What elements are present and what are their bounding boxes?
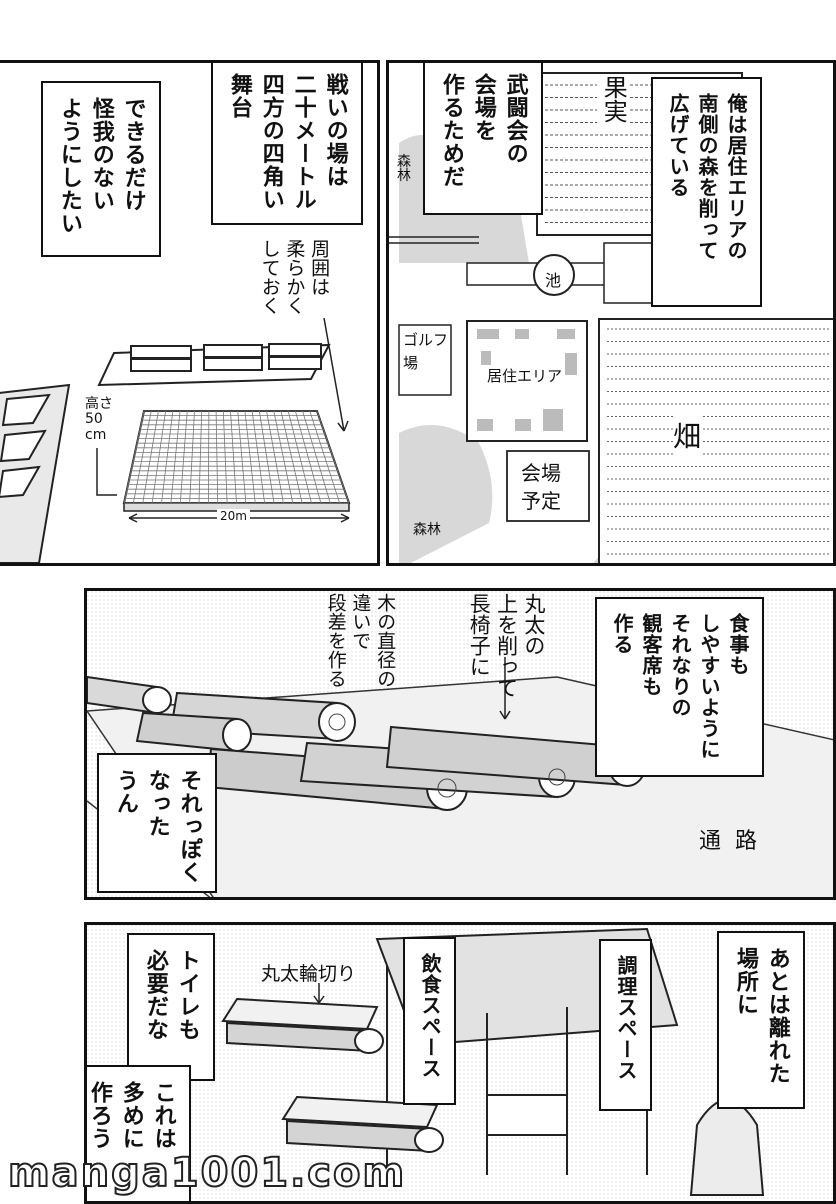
caption-expand-forest: 俺は居住エリアの 南側の森を削って 広げている <box>651 77 762 307</box>
map-label-forest-bottom: 森林 <box>413 522 441 538</box>
caption-arena-size: 戦いの場は 二十メートル 四方の四角い 舞台 <box>211 63 363 225</box>
raised-boards <box>97 343 331 387</box>
label-passage: 通路 <box>699 829 772 854</box>
arena-illustration <box>0 317 351 563</box>
panel-bench-seating: 食事も しやすいように それなりの 観客席も 作る それっぽく なった うん 丸… <box>84 588 836 900</box>
note-soft-surroundings: 周囲は 柔らかく しておく <box>258 239 331 315</box>
watermark: manga1001.com <box>7 1149 407 1197</box>
label-height: 高さ 50 cm <box>85 396 113 443</box>
map-label-fruit: 果実 <box>597 75 629 123</box>
note-step-by-diameter: 木の直径の 違いで 段差を作る <box>324 593 397 688</box>
map-label-pond: 池 <box>545 271 562 290</box>
caption-looks-right: それっぽく なった うん <box>97 753 217 893</box>
stacked-boards <box>0 383 71 563</box>
caption-audience-seats: 食事も しやすいように それなりの 観客席も 作る <box>595 597 764 777</box>
caption-dining-space: 飲食スペース <box>403 937 456 1105</box>
map-label-residential: 居住エリア <box>487 367 563 385</box>
label-width: 20m <box>217 509 250 523</box>
note-log-benches: 丸太の 上を削って 長椅子に <box>467 593 546 698</box>
panel-site-map: 武闘会の 会場を 作るためだ 俺は居住エリアの 南側の森を削って 広げている 果… <box>386 60 836 566</box>
map-label-venue: 会場 予定 <box>521 461 561 513</box>
venue-block <box>506 450 590 522</box>
map-label-forest-top: 森 林 <box>397 154 411 184</box>
caption-cooking-space: 調理スペース <box>599 939 652 1111</box>
caption-venue-purpose: 武闘会の 会場を 作るためだ <box>423 63 543 215</box>
caption-separate-place: あとは離れた 場所に <box>717 931 805 1109</box>
note-sliced-logs: 丸太輪切り <box>261 963 357 985</box>
map-label-golf: ゴルフ 場 <box>403 331 449 372</box>
panel-kitchen-dining: あとは離れた 場所に 調理スペース 飲食スペース トイレも 必要だな これは 多… <box>84 922 836 1204</box>
caption-need-toilets: トイレも 必要だな <box>127 933 215 1081</box>
caption-make-many: これは 多めに 作ろう <box>87 1065 191 1201</box>
map-label-field: 畑 <box>673 415 702 455</box>
panel-arena-plan: できるだけ 怪我のない ようにしたい 戦いの場は 二十メートル 四方の四角い 舞… <box>0 60 380 566</box>
caption-safe-fights: できるだけ 怪我のない ようにしたい <box>41 81 161 257</box>
grid-stage <box>122 410 351 512</box>
